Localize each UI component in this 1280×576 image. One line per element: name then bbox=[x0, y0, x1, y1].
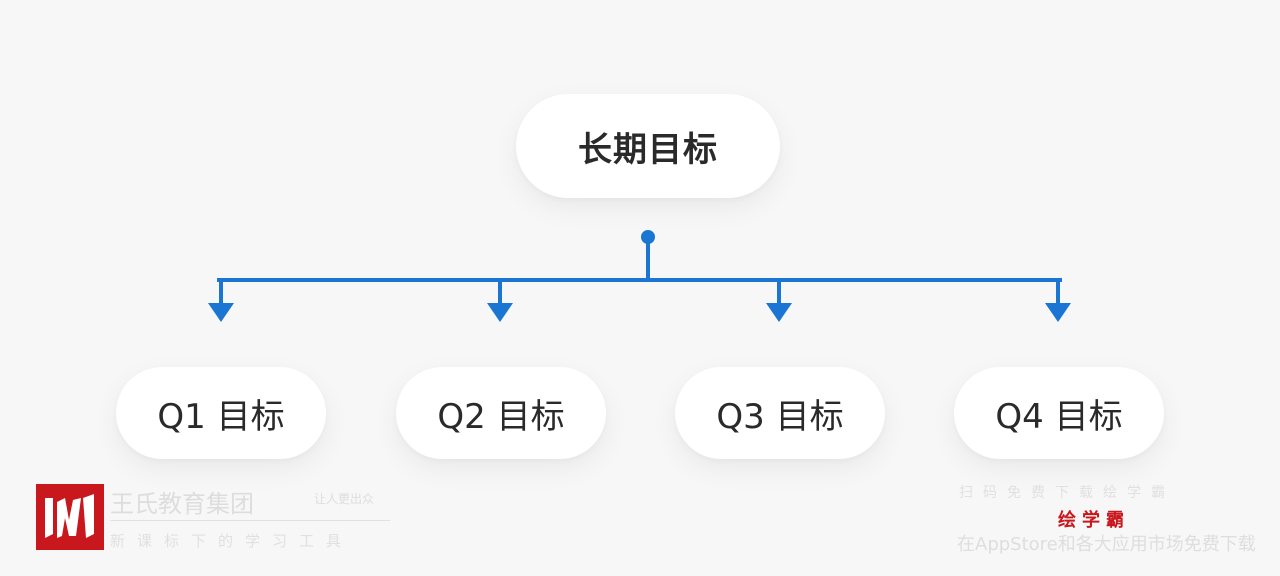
child-node-q3-goal: Q3 目标 bbox=[675, 367, 885, 459]
brand-logo-icon bbox=[36, 484, 104, 550]
watermark-brand-name: 王氏教育集团 bbox=[110, 490, 254, 518]
watermark-store-text: 在AppStore和各大应用市场免费下载 bbox=[957, 534, 1256, 555]
child-node-label: Q4 目标 bbox=[995, 396, 1123, 437]
child-node-label: Q2 目标 bbox=[437, 396, 565, 437]
arrow-head-q3 bbox=[766, 303, 792, 322]
child-node-label: Q1 目标 bbox=[157, 396, 285, 437]
watermark-brand-tagline: 让人更出众 bbox=[314, 492, 375, 506]
arrow-head-q2 bbox=[487, 303, 513, 322]
watermark-app-name: 绘学霸 bbox=[1058, 510, 1130, 531]
root-node-long-term-goal: 长期目标 bbox=[516, 94, 780, 198]
watermark-divider bbox=[110, 520, 390, 521]
connector-group bbox=[208, 230, 1071, 322]
watermark-left: 王氏教育集团 让人更出众 新课标下的学习工具 bbox=[36, 484, 406, 554]
watermark-slogan: 新课标下的学习工具 bbox=[110, 532, 354, 550]
child-node-q1-goal: Q1 目标 bbox=[116, 367, 326, 459]
child-node-q2-goal: Q2 目标 bbox=[396, 367, 606, 459]
watermark-right: 扫码免费下载绘学霸 绘学霸 在AppStore和各大应用市场免费下载 bbox=[955, 480, 1256, 556]
watermark-download-prompt: 扫码免费下载绘学霸 bbox=[959, 485, 1175, 501]
child-node-label: Q3 目标 bbox=[716, 396, 844, 437]
child-node-q4-goal: Q4 目标 bbox=[954, 367, 1164, 459]
root-node-label: 长期目标 bbox=[578, 129, 718, 170]
arrow-head-q4 bbox=[1045, 303, 1071, 322]
w-logo-icon bbox=[36, 484, 104, 550]
arrow-head-q1 bbox=[208, 303, 234, 322]
